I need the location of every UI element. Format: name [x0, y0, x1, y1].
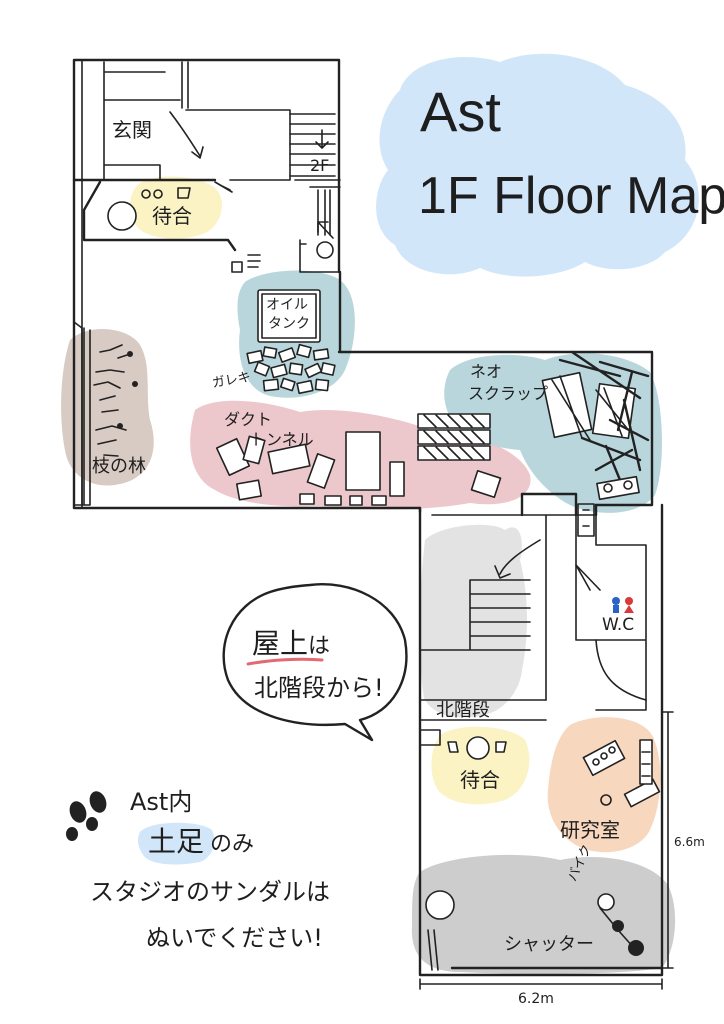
bike-icon [597, 893, 644, 956]
notice-line2: 土足のみ [148, 828, 254, 856]
room-neo-scrap-line2: スクラップ [468, 384, 549, 403]
room-waiting-top: 待合 [152, 204, 192, 228]
room-shutter: シャッター [504, 934, 594, 955]
footprints-icon [66, 791, 107, 841]
title-cloud [376, 53, 699, 277]
room-neo-scrap-line1: ネオ [470, 362, 503, 381]
north-stairs-area [419, 524, 527, 718]
dimension-width: 6.2m [518, 991, 554, 1007]
dimension-height: 6.6m [674, 835, 705, 849]
lab-desk [582, 739, 661, 808]
building-outline [72, 58, 664, 977]
callout-emphasis: 屋上 [252, 627, 309, 660]
shutter-area [411, 854, 676, 974]
room-duct-tunnel-line1: ダクト [224, 410, 273, 429]
callout-bubble [222, 583, 408, 742]
room-entrance: 玄関 [112, 118, 152, 142]
callout-line1: 屋上は [252, 630, 330, 658]
notice-line4: ぬいでください! [146, 924, 323, 952]
notice-emphasis: 土足 [148, 825, 205, 858]
branch-trees [73, 321, 91, 506]
notice-rest: のみ [210, 832, 255, 857]
rubble-pile [246, 343, 336, 395]
room-waiting-bottom: 待合 [460, 768, 500, 792]
scrap-pile [541, 350, 650, 501]
duct-pieces [215, 431, 502, 506]
room-north-stairs: 北階段 [436, 700, 490, 721]
map-title-line2: 1F Floor Map [418, 167, 724, 225]
waiting-area-top [129, 176, 223, 239]
notice-line3: スタジオのサンダルは [90, 878, 330, 906]
notice-line1: Ast内 [130, 788, 193, 816]
dimension-line-horizontal [419, 978, 663, 990]
room-duct-tunnel-line2: トンネル [250, 430, 314, 449]
map-title-line1: Ast [420, 80, 501, 143]
callout-rest: は [308, 634, 331, 659]
callout-line2: 北階段から! [254, 674, 384, 702]
stairs-2f-label: 2F [310, 156, 330, 175]
lab-area [547, 717, 661, 853]
dimension-line-vertical [662, 711, 674, 969]
room-branch-forest: 枝の林 [92, 456, 146, 477]
wc-icon [612, 597, 636, 613]
room-wc: W.C [602, 615, 635, 635]
room-lab: 研究室 [560, 818, 620, 842]
room-oil-tank-line2: タンク [268, 316, 310, 332]
room-oil-tank-line1: オイル [266, 297, 308, 313]
